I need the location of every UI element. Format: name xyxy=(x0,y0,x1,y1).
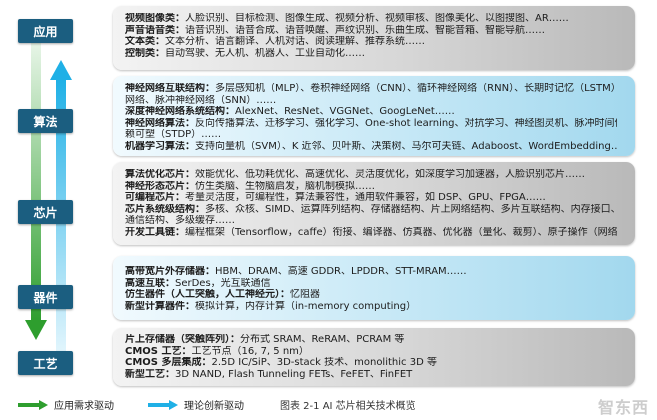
figure-caption: 图表 2-1 AI 芯片相关技术概览 xyxy=(280,401,416,412)
chip-panel: 算法优化芯片：效能优化、低功耗优化、高速优化、灵活度优化，如深度学习加速器，人脸… xyxy=(113,162,635,245)
algo-line-continued: 网络、脉冲神经网络（SNN）…… xyxy=(125,94,277,106)
algo-line-continued: 赖可塑（STDP）…… xyxy=(125,129,222,141)
layer-label-process: 工艺 xyxy=(18,351,73,375)
process-line: CMOS 多层集成：2.5D IC/SiP、3D-stack 技术、monoli… xyxy=(125,357,437,369)
process-panel: 片上存储器（突触阵列）：分布式 SRAM、ReRAM、PCRAM 等 CMOS … xyxy=(113,328,635,386)
process-line: 片上存储器（突触阵列）：分布式 SRAM、ReRAM、PCRAM 等 xyxy=(125,334,405,345)
algo-line: 深度神经网络系统结构：AlexNet、ResNet、VGGNet、GoogLeN… xyxy=(125,106,455,118)
device-line: 新型计算器件：模拟计算，内存计算（in-memory computing） xyxy=(125,300,417,312)
layer-label-chip: 芯片 xyxy=(18,200,73,224)
green-arrow-icon xyxy=(18,399,48,410)
layer-label-device: 器件 xyxy=(18,285,73,309)
chip-line: 神经形态芯片：仿生类脑、生物脑启发，脑机制模拟…… xyxy=(125,180,375,192)
legend-demand-label: 应用需求驱动 xyxy=(54,401,114,412)
chip-line: 开发工具链：编程框架（Tensorflow，caffe）衔接、编译器、仿真器、优… xyxy=(125,226,617,238)
app-line: 视频图像类：人脸识别、目标检测、图像生成、视频分析、视频审核、图像美化、以图搜图… xyxy=(125,13,569,24)
legend-innovation: 理论创新驱动 xyxy=(148,397,244,412)
algo-line: 机器学习算法：支持向量机（SVM）、K 近邻、贝叶斯、决策树、马尔可夫链、Ada… xyxy=(125,140,617,152)
legend-demand: 应用需求驱动 xyxy=(18,397,114,412)
app-line: 声音语音类：语音识别、语音合成、语音唤醒、声纹识别、乐曲生成、智能音箱、智能导航… xyxy=(125,24,545,36)
algo-line: 神经网络算法：反向传播算法、迁移学习、强化学习、One-shot learnin… xyxy=(125,117,617,129)
device-line: 高速互联：SerDes，光互联通信 xyxy=(125,277,271,289)
device-panel: 高带宽片外存储器：HBM、DRAM、高速 GDDR、LPDDR、STT-MRAM… xyxy=(113,256,635,320)
layer-label-application: 应用 xyxy=(18,19,73,43)
watermark-logo: 智东西 xyxy=(597,398,649,417)
app-line: 文本类：文本分析、语言翻译、人机对话、阅读理解、推荐系统…… xyxy=(125,36,425,48)
blue-arrow-icon xyxy=(148,399,178,410)
device-line: 仿生器件（人工突触，人工神经元）：忆阻器 xyxy=(125,289,320,301)
chip-line: 芯片系统级结构：多核、众核、SIMD、运算阵列结构、存储器结构、片上网络结构、多… xyxy=(125,203,617,215)
layer-label-algorithm: 算法 xyxy=(18,109,73,133)
process-line: 新型工艺：3D NAND, Flash Tunneling FETs、FeFET… xyxy=(125,368,413,380)
process-line: CMOS 工艺：工艺节点（16, 7, 5 nm） xyxy=(125,345,309,357)
device-line: 高带宽片外存储器：HBM、DRAM、高速 GDDR、LPDDR、STT-MRAM… xyxy=(125,266,467,277)
chip-line: 算法优化芯片：效能优化、低功耗优化、高速优化、灵活度优化，如深度学习加速器，人脸… xyxy=(125,169,585,180)
algo-line: 神经网络互联结构：多层感知机（MLP）、卷积神经网络（CNN）、循环神经网络（R… xyxy=(125,83,617,94)
chip-line-continued: 通信结构、多级缓存…… xyxy=(125,215,235,227)
application-panel: 视频图像类：人脸识别、目标检测、图像生成、视频分析、视频审核、图像美化、以图搜图… xyxy=(113,6,635,70)
demand-driven-arrow xyxy=(25,40,47,340)
chip-line: 可编程芯片：考量灵活度，可编程性，算法兼容性，通用软件兼容，如 DSP、GPU、… xyxy=(125,192,546,204)
app-line: 控制类：自动驾驶、无人机、机器人、工业自动化…… xyxy=(125,47,365,59)
algorithm-panel: 神经网络互联结构：多层感知机（MLP）、卷积神经网络（CNN）、循环神经网络（R… xyxy=(113,76,635,156)
legend-innovation-label: 理论创新驱动 xyxy=(184,401,244,412)
